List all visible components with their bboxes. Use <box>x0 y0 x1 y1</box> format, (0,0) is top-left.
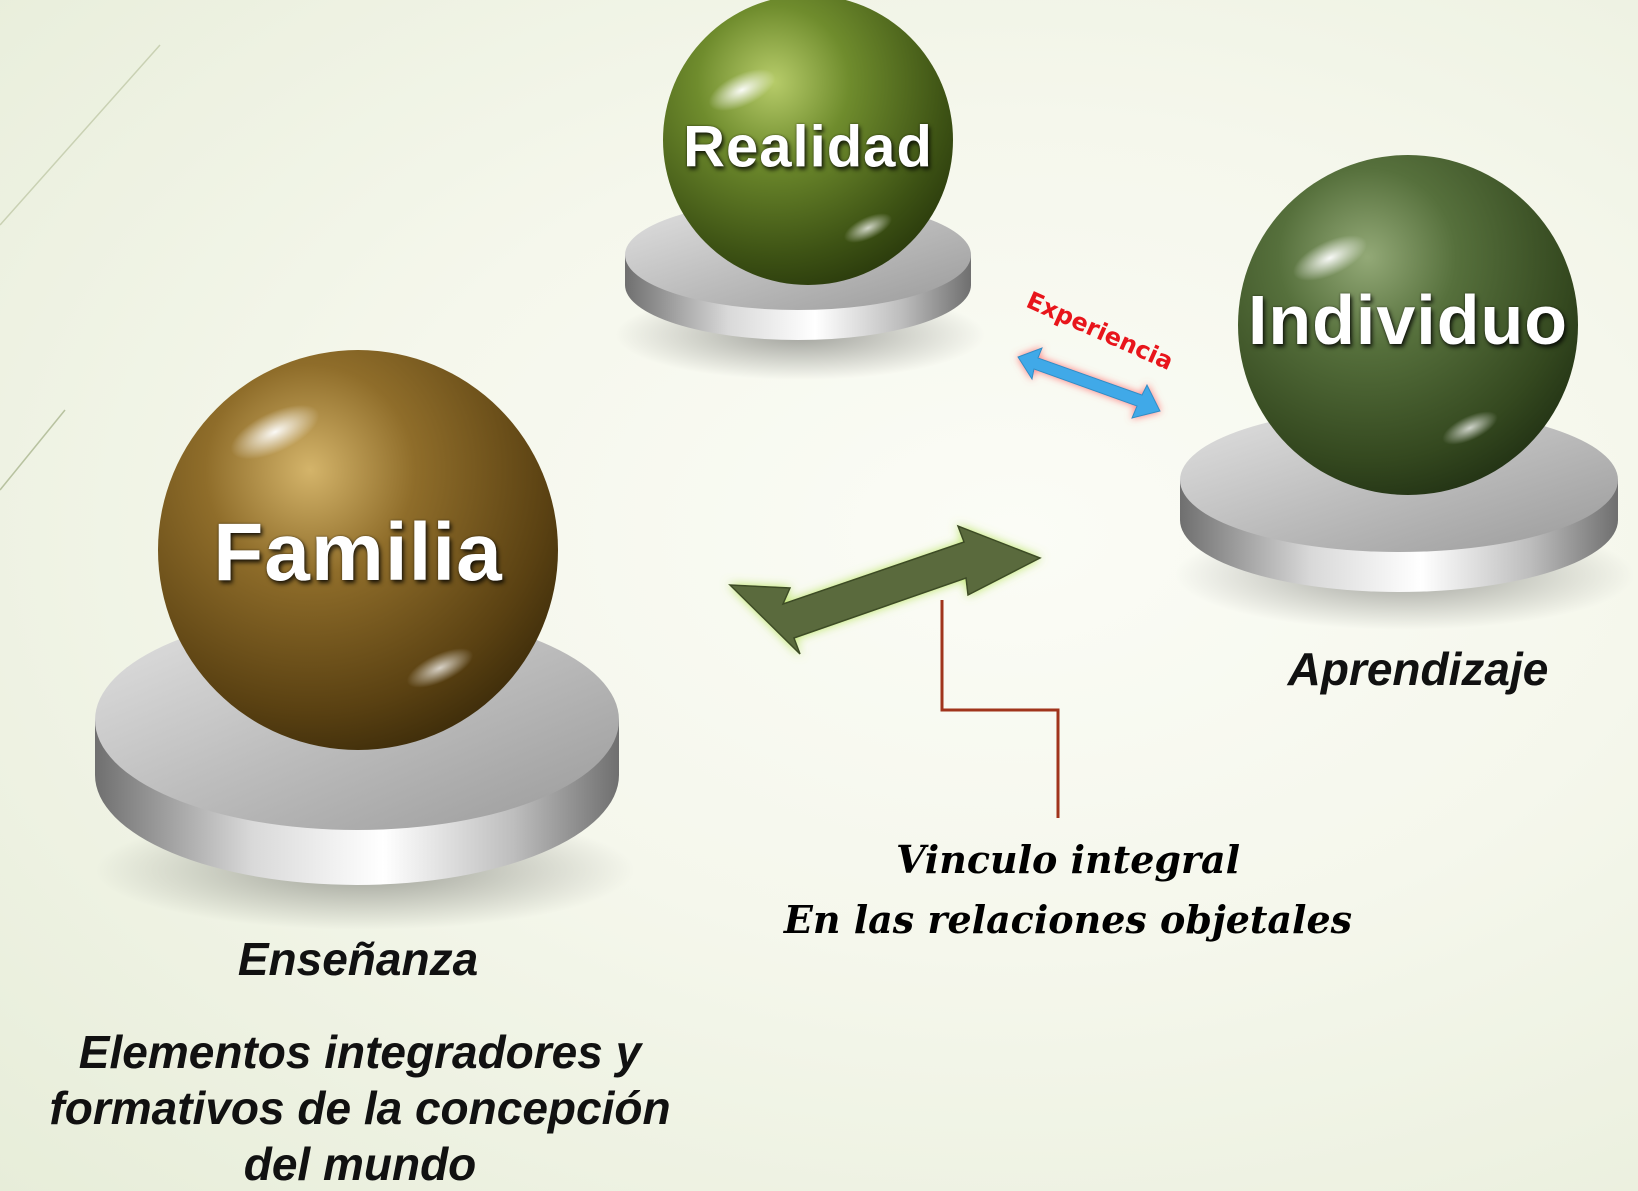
decor-line-top <box>0 44 161 226</box>
individuo-highlight <box>1293 235 1367 281</box>
experiencia-double-arrow <box>1017 347 1161 419</box>
familia-node <box>95 350 635 930</box>
experiencia-arrow <box>1017 347 1161 419</box>
decor-line-bottom <box>0 409 66 491</box>
elementos-caption-line-3: del mundo <box>243 1138 477 1190</box>
vinculo-double-arrow <box>728 524 1042 655</box>
individuo-sphere <box>1238 155 1578 495</box>
familia-highlight <box>230 404 320 460</box>
realidad-highlight <box>708 68 776 112</box>
realidad-node <box>615 0 985 380</box>
vinculo-caption-line-1: Vinculo integral <box>895 837 1241 882</box>
aprendizaje-caption: Aprendizaje <box>1287 643 1549 695</box>
vinculo-caption-line-2: En las relaciones objetales <box>783 897 1353 942</box>
realidad-label: Realidad <box>683 114 933 180</box>
ensenanza-caption: Enseñanza <box>237 933 479 985</box>
familia-highlight-lower <box>406 648 474 688</box>
vinculo-connector-line <box>940 600 1060 818</box>
individuo-label: Individuo <box>1247 281 1569 359</box>
realidad-highlight-lower <box>843 213 893 243</box>
vinculo-arrow <box>728 524 1042 655</box>
individuo-highlight-lower <box>1442 411 1498 445</box>
familia-label: Familia <box>213 507 503 598</box>
individuo-node <box>1175 155 1635 630</box>
elementos-caption-line-2: formativos de la concepción <box>49 1082 671 1134</box>
elementos-caption-line-1: Elementos integradores y <box>78 1026 642 1078</box>
